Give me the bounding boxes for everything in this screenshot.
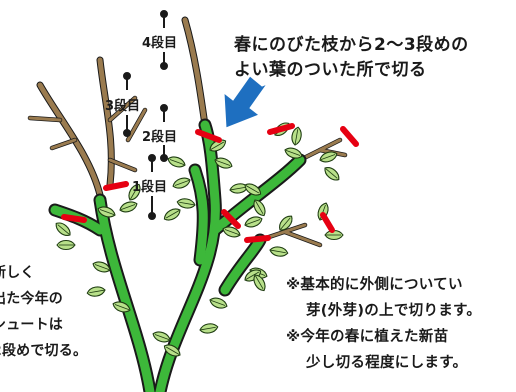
level-markers bbox=[123, 10, 168, 220]
level-label-2: 2段目 bbox=[142, 130, 178, 145]
left-note-line-3: シュートは bbox=[0, 317, 63, 333]
cut-mark bbox=[195, 129, 222, 143]
main-stems bbox=[48, 118, 307, 392]
cut-mark bbox=[320, 212, 335, 233]
header-line-1: 春にのびた枝から2～3段めの bbox=[234, 35, 469, 55]
note-line-4: 少し切る程度にします。 bbox=[306, 355, 468, 371]
pointer-arrow bbox=[223, 75, 269, 129]
cut-mark bbox=[61, 214, 87, 223]
cut-mark bbox=[267, 123, 295, 135]
level-label-3: 3段目 bbox=[105, 99, 141, 114]
note-line-3: ※今年の春に植えた新苗 bbox=[286, 329, 449, 345]
left-note-line-2: 出た今年の bbox=[0, 291, 63, 307]
old-branches bbox=[27, 16, 348, 248]
cut-mark bbox=[103, 181, 129, 191]
note-line-2: 芽(外芽)の上で切ります。 bbox=[306, 303, 482, 319]
cut-marks bbox=[61, 123, 359, 243]
header-line-2: よい葉のついた所で切る bbox=[234, 60, 427, 80]
level-label-4: 4段目 bbox=[142, 36, 178, 51]
left-note-line-1: 新しく bbox=[0, 265, 35, 281]
left-note-line-4: 2段めで切る。 bbox=[0, 343, 88, 359]
note-line-1: ※基本的に外側についてい bbox=[286, 277, 463, 293]
cut-mark bbox=[244, 235, 271, 243]
cut-mark bbox=[340, 126, 359, 147]
level-label-1: 1段目 bbox=[132, 180, 168, 195]
cut-mark bbox=[221, 209, 241, 229]
